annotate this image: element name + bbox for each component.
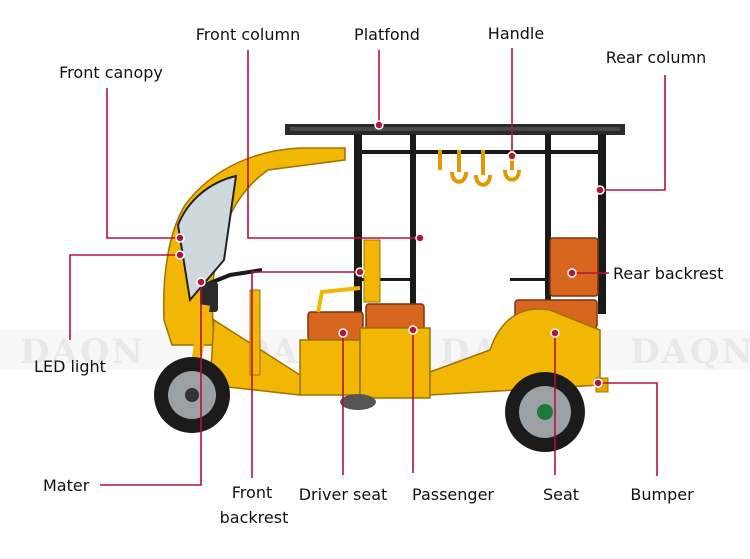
marker-led-light xyxy=(175,250,185,260)
rear-backrest-cushion xyxy=(549,237,599,297)
label-led-light: LED light xyxy=(34,357,106,376)
label-passenger: Passenger xyxy=(412,485,494,504)
passenger-body-panel xyxy=(359,327,431,399)
marker-mater xyxy=(196,277,206,287)
e-rickshaw-illustration xyxy=(154,124,625,452)
front-wheel xyxy=(154,357,230,433)
label-bumper: Bumper xyxy=(630,485,694,504)
grab-handles xyxy=(438,150,521,187)
label-front-column: Front column xyxy=(196,25,300,44)
meter-housing xyxy=(200,282,218,312)
marker-front-column xyxy=(415,233,425,243)
label-platfond: Platfond xyxy=(354,25,420,44)
marker-rear-backrest xyxy=(567,268,577,278)
label-rear-column: Rear column xyxy=(606,48,707,67)
watermark-text-1: DAQN xyxy=(20,332,145,372)
rear-wheel xyxy=(505,372,585,452)
marker-driver-seat xyxy=(338,328,348,338)
label-front-backrest-line2: backrest xyxy=(220,508,289,527)
marker-handle xyxy=(507,151,517,161)
label-rear-backrest: Rear backrest xyxy=(613,264,723,283)
label-seat: Seat xyxy=(543,485,579,504)
marker-bumper xyxy=(593,378,603,388)
label-handle: Handle xyxy=(488,24,544,43)
driver-seat-cushion xyxy=(307,311,364,341)
leader-lines xyxy=(69,48,666,486)
marker-front-canopy xyxy=(175,233,185,243)
marker-platfond xyxy=(374,120,384,130)
watermark-text-4: DAQN xyxy=(630,332,750,372)
label-mater: Mater xyxy=(43,476,90,495)
marker-front-backrest xyxy=(355,267,365,277)
label-front-backrest-line1: Front xyxy=(232,483,272,502)
rear-column-post xyxy=(598,134,606,314)
part-labels: Front column Platfond Handle Rear column… xyxy=(34,24,723,527)
marker-passenger xyxy=(408,325,418,335)
front-column-post xyxy=(354,134,362,334)
label-front-canopy: Front canopy xyxy=(59,63,163,82)
windshield xyxy=(176,174,238,303)
marker-seat xyxy=(550,328,560,338)
label-driver-seat: Driver seat xyxy=(299,485,388,504)
marker-rear-column xyxy=(595,185,605,195)
